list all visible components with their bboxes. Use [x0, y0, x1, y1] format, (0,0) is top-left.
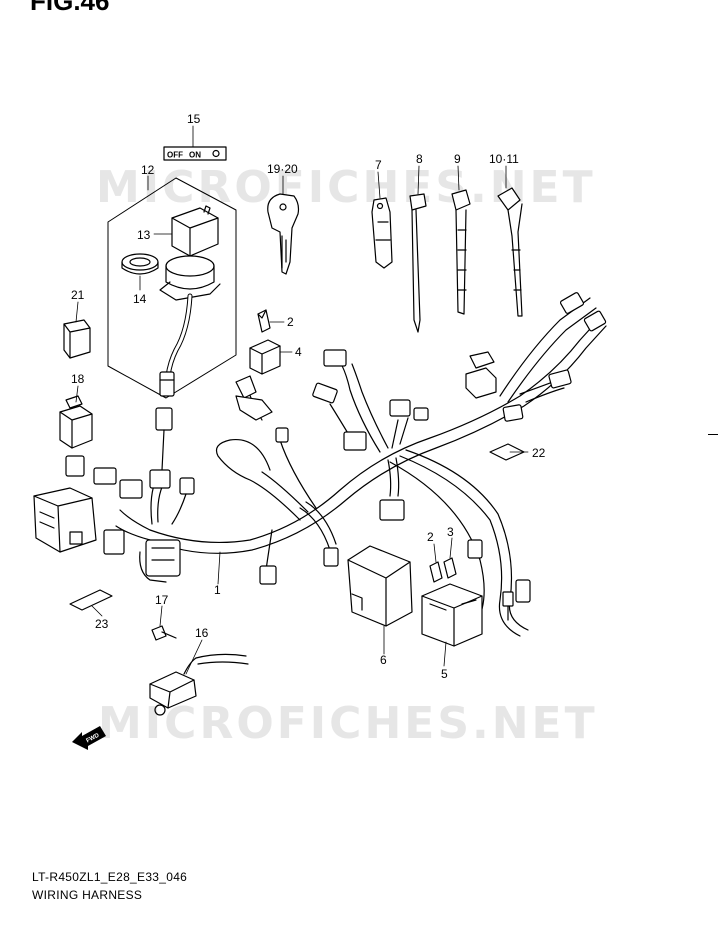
- relay-18: [59, 395, 93, 449]
- callout-4: 4: [295, 345, 302, 359]
- callout-12: 12: [141, 163, 155, 177]
- switch-off-label: OFF: [167, 151, 183, 160]
- figure-number: FIG.46: [30, 0, 110, 16]
- relay-21: [63, 319, 91, 359]
- callout-16: 16: [195, 626, 209, 640]
- footer-title: WIRING HARNESS: [32, 888, 143, 902]
- cable-tie-long: [451, 189, 471, 315]
- leader-lines: [75, 125, 529, 675]
- cable-clip: [371, 197, 393, 269]
- ignition-key: [267, 193, 300, 275]
- relay-4: [249, 339, 281, 375]
- callout-13: 13: [137, 228, 151, 242]
- main-wiring-harness: [33, 292, 607, 637]
- callout-21: 21: [71, 288, 85, 302]
- watermark-top: MICROFICHES.NET: [96, 162, 596, 213]
- off-on-switch-plate: OFF ON: [163, 146, 227, 161]
- callout-18: 18: [71, 372, 85, 386]
- cable-tie-small: [409, 193, 427, 333]
- edge-tick-mark: [708, 434, 718, 435]
- callout-5: 5: [441, 667, 448, 681]
- relay-cover-6: [347, 545, 413, 627]
- callout-6: 6: [380, 653, 387, 667]
- ignition-switch-group: [107, 177, 237, 399]
- callout-8: 8: [416, 152, 423, 166]
- callout-2-lower: 2: [427, 530, 434, 544]
- callout-17: 17: [155, 593, 169, 607]
- callout-3: 3: [447, 525, 454, 539]
- sensor-16-and-bolt-17: [149, 625, 249, 716]
- callout-10-11: 10·11: [489, 152, 519, 166]
- watermark-bottom: MICROFICHES.NET: [98, 698, 598, 749]
- cable-tie-clamp: [497, 187, 523, 317]
- callout-19-20: 19·20: [267, 162, 298, 176]
- callout-23: 23: [95, 617, 109, 631]
- callout-2-upper: 2: [287, 315, 294, 329]
- callout-1: 1: [214, 583, 221, 597]
- fuse-box-5: [421, 557, 483, 647]
- switch-on-label: ON: [189, 151, 201, 160]
- footer-code: LT-R450ZL1_E28_E33_046: [32, 870, 188, 884]
- fuse-upper: [257, 309, 271, 333]
- callout-15: 15: [187, 112, 201, 126]
- tape-23: [69, 589, 113, 611]
- callout-9: 9: [454, 152, 461, 166]
- callout-14: 14: [133, 292, 147, 306]
- callout-22: 22: [532, 446, 546, 460]
- callout-7: 7: [375, 158, 382, 172]
